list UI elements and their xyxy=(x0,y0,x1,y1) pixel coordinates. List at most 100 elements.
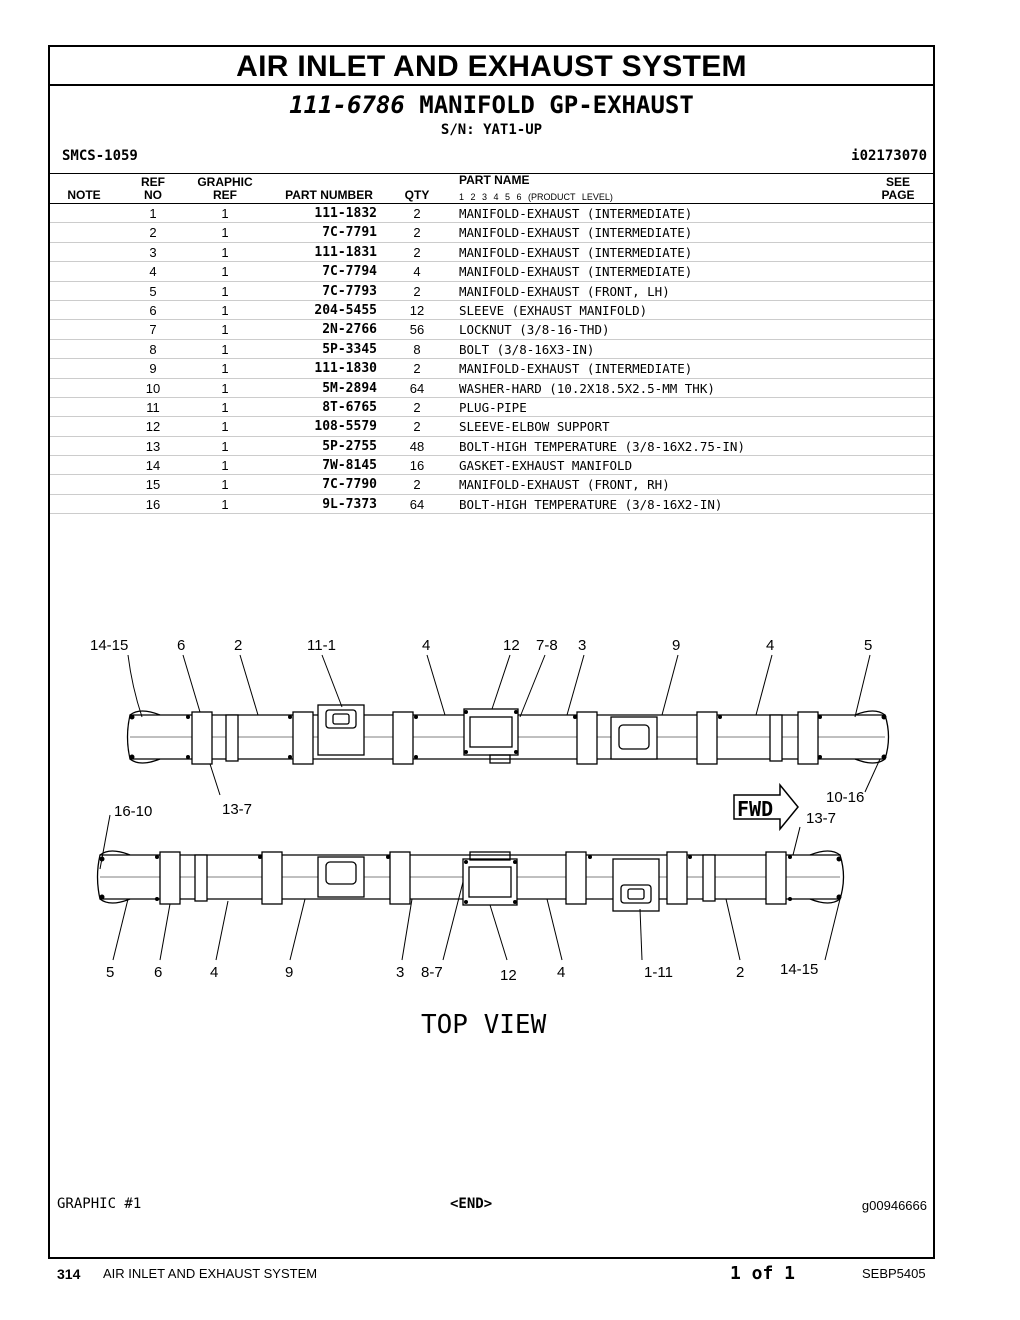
cell-graphic-ref: 1 xyxy=(221,399,229,415)
illustration-id: i02173070 xyxy=(851,148,927,164)
cell-qty: 8 xyxy=(413,341,421,357)
cell-graphic-ref: 1 xyxy=(221,496,229,512)
cell-qty: 48 xyxy=(409,438,425,454)
callout-top-10-16: 10-16 xyxy=(826,789,864,806)
col-note: NOTE xyxy=(67,188,101,202)
cell-part-number: 7C-7793 xyxy=(322,283,377,299)
col-qty: QTY xyxy=(404,188,430,202)
col-see-page: SEE PAGE xyxy=(870,176,926,202)
manifold-drawing: 14-15 6 2 11-1 4 12 7-8 3 9 4 5 13-7 10-… xyxy=(90,637,890,1040)
cell-part-name: MANIFOLD-EXHAUST (INTERMEDIATE) xyxy=(459,264,693,280)
cell-graphic-ref: 1 xyxy=(221,206,229,221)
cell-ref-no: 14 xyxy=(145,458,161,474)
callout-bot-16-10: 16-10 xyxy=(114,803,152,820)
footer-section: AIR INLET AND EXHAUST SYSTEM xyxy=(103,1266,318,1281)
cell-part-number: 7C-7791 xyxy=(322,225,377,241)
cell-qty: 2 xyxy=(413,419,421,435)
cell-part-name: SLEEVE-ELBOW SUPPORT xyxy=(459,419,610,435)
group-name: MANIFOLD GP-EXHAUST xyxy=(419,91,694,119)
cell-part-name: WASHER-HARD (10.2X18.5X2.5-MM THK) xyxy=(459,380,715,396)
cell-graphic-ref: 1 xyxy=(221,264,229,280)
callout-top-4b: 4 xyxy=(766,637,774,654)
cell-part-number: 7W-8145 xyxy=(322,458,377,474)
callout-top-9: 9 xyxy=(672,637,680,654)
callout-bot-1-11: 1-11 xyxy=(644,964,673,981)
cell-part-name: MANIFOLD-EXHAUST (FRONT, LH) xyxy=(459,283,670,299)
cell-part-name: MANIFOLD-EXHAUST (INTERMEDIATE) xyxy=(459,225,693,241)
callout-bot-12: 12 xyxy=(500,967,517,984)
callout-top-5: 5 xyxy=(864,637,872,654)
cell-ref-no: 10 xyxy=(145,380,161,396)
cell-qty: 16 xyxy=(409,458,425,474)
cell-ref-no: 5 xyxy=(149,283,157,299)
callout-top-14-15: 14-15 xyxy=(90,637,128,654)
callout-bot-4a: 4 xyxy=(210,964,218,981)
col-see-page-line2: PAGE xyxy=(881,188,915,202)
view-label: TOP VIEW xyxy=(421,1010,547,1040)
cell-part-number: 5P-3345 xyxy=(322,341,377,357)
cell-qty: 2 xyxy=(413,477,421,493)
cell-part-number: 108-5579 xyxy=(314,419,377,435)
callout-bot-8-7: 8-7 xyxy=(421,964,443,981)
cell-qty: 2 xyxy=(413,361,421,377)
table-row: 16 1 9L-7373 64 BOLT-HIGH TEMPERATURE (3/8-1… xyxy=(50,495,933,515)
col-ref-no: REF NO xyxy=(135,176,171,202)
callout-top-11-1: 11-1 xyxy=(307,637,336,654)
cell-part-name: BOLT-HIGH TEMPERATURE (3/8-16X2-IN) xyxy=(459,496,723,512)
cell-part-number: 111-1831 xyxy=(314,244,377,260)
cell-ref-no: 3 xyxy=(149,244,157,260)
col-ref-no-line2: NO xyxy=(144,188,162,202)
cell-part-number: 9L-7373 xyxy=(322,496,377,512)
cell-qty: 64 xyxy=(409,496,425,512)
cell-ref-no: 13 xyxy=(145,438,161,454)
col-graphic-ref-line2: REF xyxy=(213,188,237,202)
callout-top-13-7: 13-7 xyxy=(222,801,252,818)
callout-bot-14-15: 14-15 xyxy=(780,961,818,978)
cell-qty: 2 xyxy=(413,225,421,241)
end-marker: <END> xyxy=(450,1196,493,1212)
cell-ref-no: 12 xyxy=(145,419,161,435)
cell-ref-no: 11 xyxy=(146,399,160,415)
cell-graphic-ref: 1 xyxy=(221,341,229,357)
cell-part-number: 5M-2894 xyxy=(322,380,377,396)
cell-part-number: 8T-6765 xyxy=(322,399,377,415)
cell-qty: 2 xyxy=(413,283,421,299)
cell-qty: 56 xyxy=(409,322,425,338)
fwd-label: FWD xyxy=(737,797,773,821)
cell-part-name: PLUG-PIPE xyxy=(459,399,527,415)
header-top-rule xyxy=(50,173,933,174)
cell-ref-no: 15 xyxy=(145,477,161,493)
cell-part-number: 111-1830 xyxy=(314,361,377,377)
callout-bot-6: 6 xyxy=(154,964,162,981)
cell-part-name: BOLT-HIGH TEMPERATURE (3/8-16X2.75-IN) xyxy=(459,438,745,454)
col-see-page-line1: SEE xyxy=(885,175,910,189)
col-ref-no-line1: REF xyxy=(141,175,165,189)
cell-graphic-ref: 1 xyxy=(221,419,229,435)
cell-part-name: LOCKNUT (3/8-16-THD) xyxy=(459,322,610,338)
cell-part-name: MANIFOLD-EXHAUST (INTERMEDIATE) xyxy=(459,361,693,377)
graphic-id: g00946666 xyxy=(861,1198,927,1213)
col-part-name: PART NAME xyxy=(459,173,530,187)
cell-ref-no: 9 xyxy=(149,361,157,377)
cell-part-name: MANIFOLD-EXHAUST (INTERMEDIATE) xyxy=(459,206,693,221)
callout-bot-3: 3 xyxy=(396,964,404,981)
cell-part-number: 7C-7794 xyxy=(322,264,377,280)
col-part-number: PART NUMBER xyxy=(285,188,373,202)
cell-ref-no: 16 xyxy=(145,496,161,512)
cell-graphic-ref: 1 xyxy=(221,458,229,474)
cell-graphic-ref: 1 xyxy=(221,438,229,454)
cell-graphic-ref: 1 xyxy=(221,244,229,260)
cell-qty: 4 xyxy=(413,264,421,280)
cell-graphic-ref: 1 xyxy=(221,322,229,338)
product-level: 1 2 3 4 5 6 (PRODUCT LEVEL) xyxy=(459,192,613,202)
group-title: 111-6786 MANIFOLD GP-EXHAUST xyxy=(50,91,933,119)
